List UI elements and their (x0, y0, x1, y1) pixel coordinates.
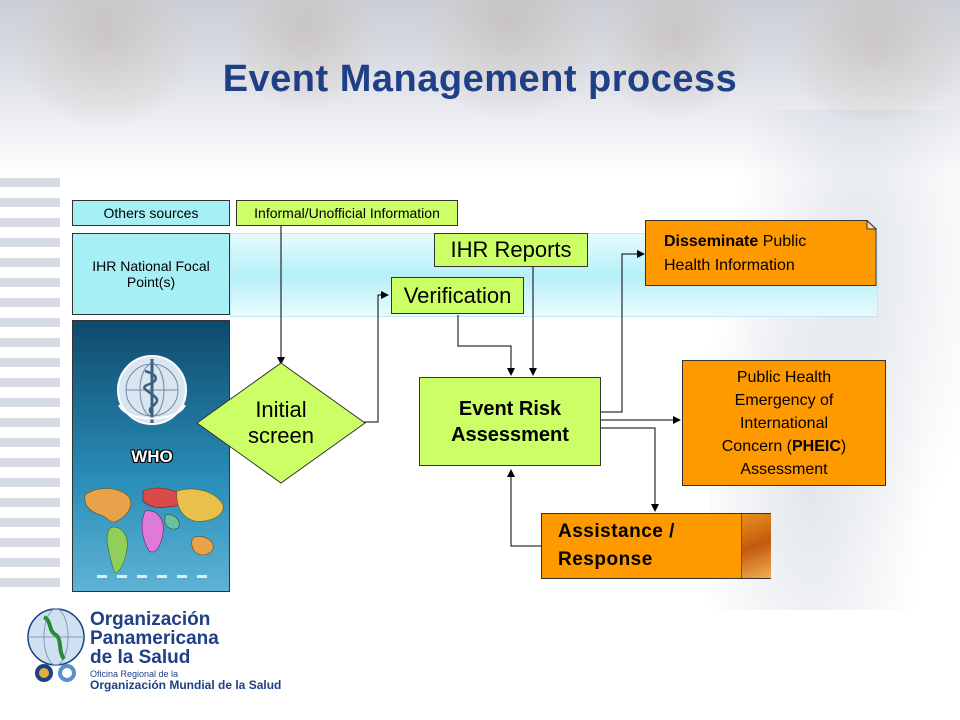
informal-information-box: Informal/Unofficial Information (236, 200, 458, 226)
assistance-line1: Assistance / (558, 521, 675, 542)
org-name-line1: Organización (90, 609, 211, 630)
org-sub-line2: Organización Mundial de la Salud (90, 678, 282, 692)
disseminate-box (645, 220, 877, 286)
pheic-line5: Assessment (740, 460, 828, 478)
who-label: WHO (131, 447, 173, 466)
paho-wordmark: Organización Panamericana de la Salud Of… (90, 610, 281, 691)
header-face-1 (20, 0, 190, 130)
others-sources-label: Others sources (103, 205, 199, 221)
arrow-assistance-era (507, 469, 541, 547)
header-face-4 (600, 0, 750, 120)
arrow-verification-era (457, 315, 515, 376)
assistance-response-text: Assistance / Response (542, 518, 675, 574)
who-panel: WHO (72, 320, 230, 592)
initial-screen-line1: Initial (255, 397, 307, 422)
others-sources-box: Others sources (72, 200, 230, 226)
assistance-report-cover-image (741, 514, 771, 578)
who-emblem-icon (117, 355, 187, 425)
pheic-line4-post: ) (840, 437, 847, 455)
initial-screen-diamond (196, 362, 366, 484)
ihr-reports-label: IHR Reports (450, 237, 572, 262)
pheic-line4: Concern (PHEIC) (722, 435, 846, 458)
disseminate-line1: Disseminate Public (664, 230, 806, 254)
event-risk-assessment-box: Event Risk Assessment (419, 377, 601, 466)
national-focal-point-box: IHR National Focal Point(s) (72, 233, 230, 315)
assistance-response-box: Assistance / Response (541, 513, 771, 579)
arrow-era-assistance (601, 427, 659, 512)
header-photo-background (0, 0, 960, 175)
disseminate-rest: Public (758, 233, 807, 250)
slide-title: Event Management process (222, 58, 738, 100)
pheic-line3: International (739, 414, 829, 432)
event-risk-line2: Assessment (451, 423, 569, 446)
arrow-era-disseminate (601, 250, 645, 413)
assistance-line2: Response (558, 549, 653, 570)
disseminate-text: Disseminate Public Health Information (664, 230, 806, 278)
national-focal-point-line2: Point(s) (126, 274, 176, 290)
pheic-line2: Emergency of (734, 391, 834, 409)
disseminate-line2: Health Information (664, 257, 795, 274)
world-map-image (84, 487, 224, 578)
paho-globe-logo (27, 608, 85, 682)
national-focal-point-line1: IHR National Focal (92, 258, 210, 274)
ihr-reports-box: IHR Reports (434, 233, 588, 267)
arrow-initial-verification (364, 291, 389, 423)
pheic-line1: Public Health (736, 368, 832, 386)
initial-screen-label: Initial screen (226, 392, 336, 454)
informal-information-label: Informal/Unofficial Information (254, 205, 440, 221)
header-cells (780, 0, 960, 120)
org-name-line2: Panamericana (90, 628, 219, 649)
verification-box: Verification (391, 277, 524, 314)
org-name-line3: de la Salud (90, 647, 191, 668)
pheic-line4-pre: Concern ( (721, 437, 792, 455)
left-stripes (0, 178, 60, 588)
pheic-abbrev: PHEIC (792, 437, 841, 455)
header-face-2 (230, 0, 380, 110)
event-risk-line1: Event Risk (458, 397, 562, 420)
disseminate-bold: Disseminate (664, 233, 759, 250)
verification-label: Verification (403, 282, 512, 308)
initial-screen-line2: screen (247, 423, 315, 448)
pheic-assessment-box: Public Health Emergency of International… (682, 360, 886, 486)
org-sub-line1: Oficina Regional de la (90, 669, 179, 679)
